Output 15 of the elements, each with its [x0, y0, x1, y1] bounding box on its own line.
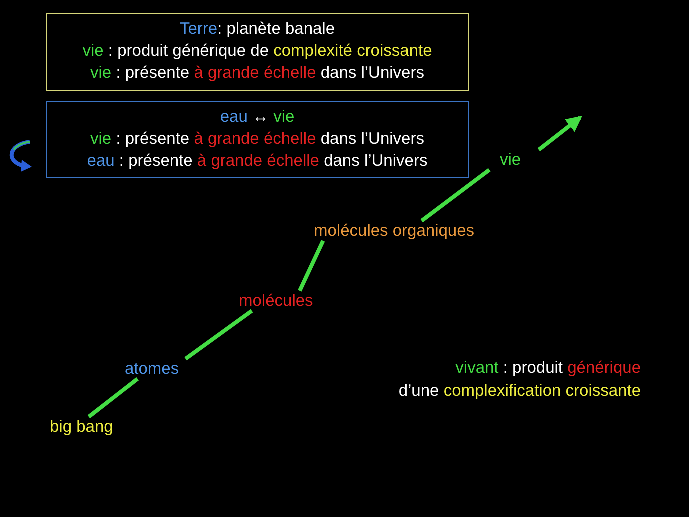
- text-box: [46, 101, 469, 178]
- text-box: [46, 13, 469, 91]
- stage-label: molécules: [239, 291, 326, 311]
- stage-label: molécules organiques: [314, 221, 500, 241]
- text-line: Terre: planète banale: [180, 19, 336, 40]
- stage-label: big bang: [50, 417, 125, 437]
- text-line: eau : présente à grande échelle dans l’Univers: [87, 151, 428, 172]
- text-line: vie : présente à grande échelle dans l’Univers: [90, 63, 424, 84]
- note-text: vivant : produit générique d’une complexification croissante: [398, 358, 641, 402]
- text-line: vie : produit générique de complexité croissante: [82, 41, 432, 62]
- stage-label: vie: [500, 150, 526, 170]
- text-line: vie : présente à grande échelle dans l’Univers: [90, 129, 424, 150]
- stage-label: atomes: [125, 359, 189, 379]
- arrow: [538, 116, 583, 152]
- text-line: eau ↔ vie: [220, 107, 295, 128]
